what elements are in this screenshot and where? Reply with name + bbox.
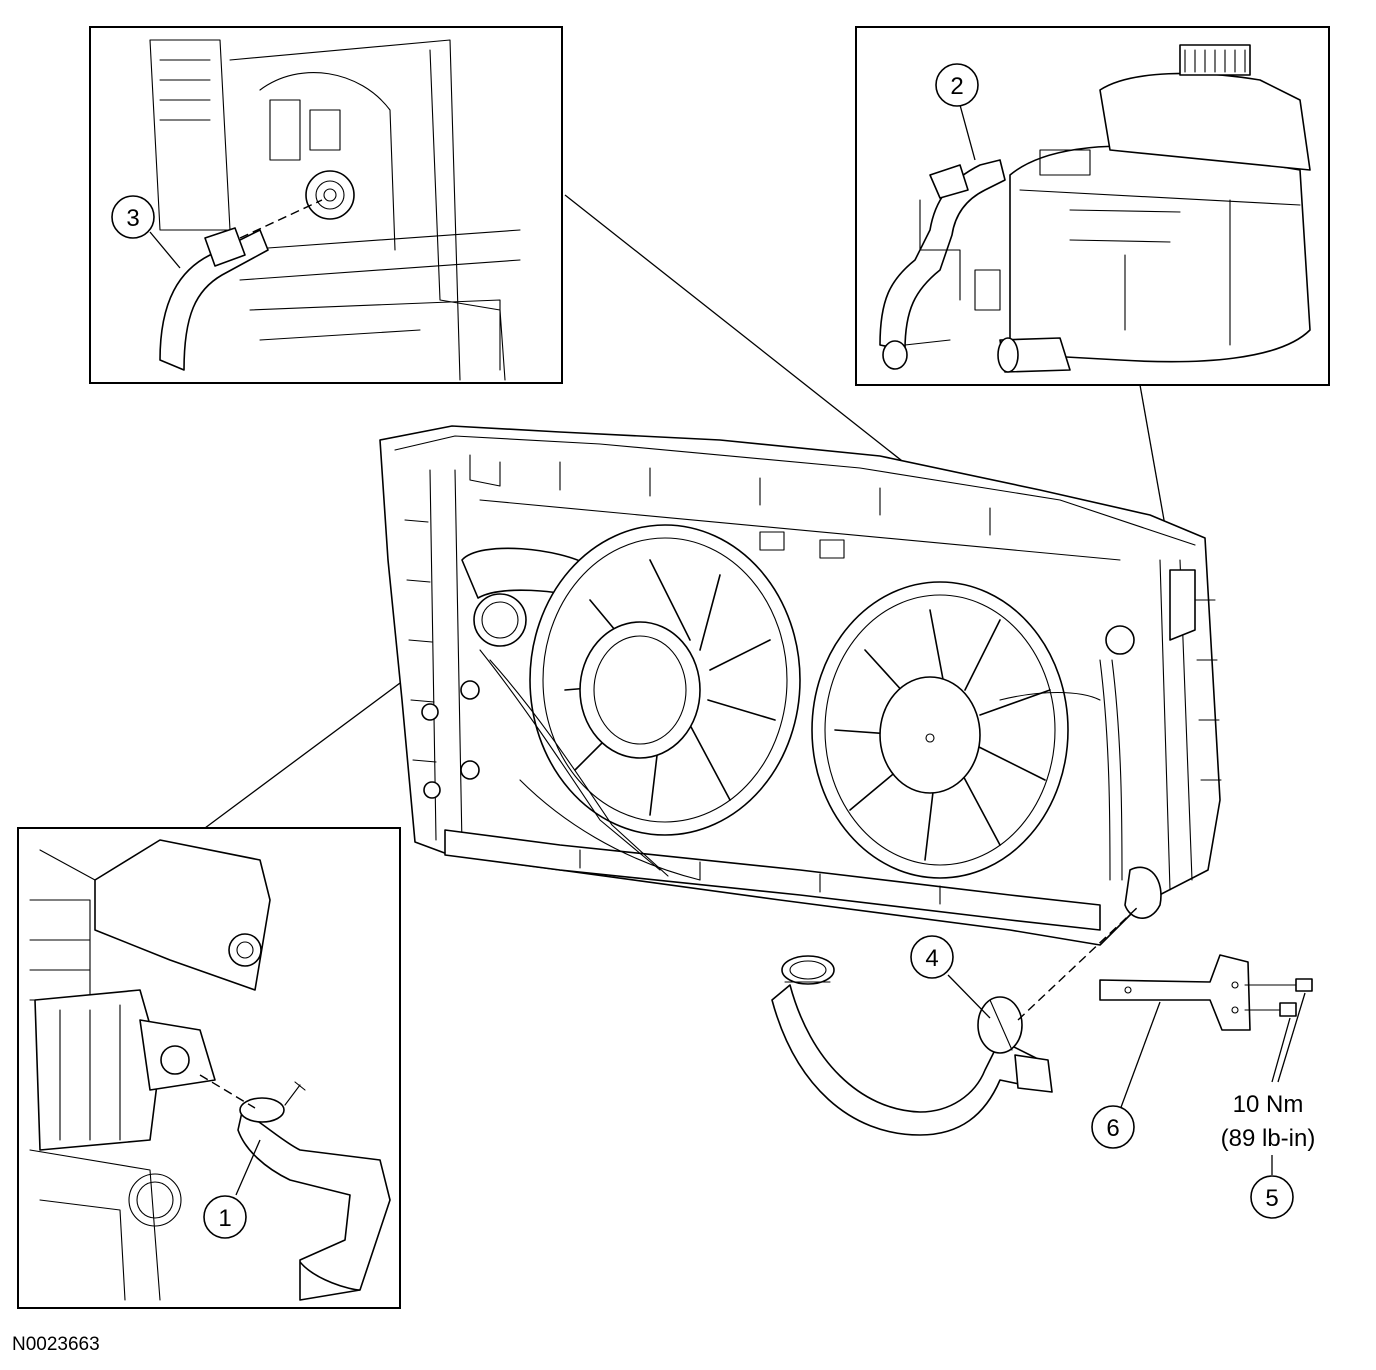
callout-6: 6: [1091, 1001, 1161, 1149]
callout-4: 4: [910, 935, 991, 1019]
fan-wiring-harness: [421, 569, 1196, 919]
mounting-bracket: [1099, 954, 1251, 1031]
torque-imperial: (89 lb-in): [1221, 1125, 1316, 1152]
callout-5: 5: [1250, 992, 1306, 1219]
svg-text:1: 1: [218, 1205, 231, 1232]
bracket-bolts: [1244, 978, 1313, 1017]
callout-1: 1: [203, 1139, 261, 1239]
svg-text:4: 4: [925, 945, 938, 972]
svg-text:2: 2: [950, 73, 963, 100]
detail-view-3: [89, 26, 563, 384]
svg-text:5: 5: [1265, 1185, 1278, 1212]
detail-view-2: [855, 26, 1330, 386]
torque-specification: 10 Nm (89 lb-in): [1221, 1091, 1316, 1152]
lower-radiator-hose: [771, 955, 1053, 1136]
callout-2: 2: [935, 63, 979, 161]
drawing-code: N0023663: [12, 1334, 100, 1355]
torque-metric: 10 Nm: [1233, 1091, 1304, 1118]
svg-text:6: 6: [1106, 1115, 1119, 1142]
callout-3: 3: [111, 195, 181, 269]
left-cooling-fan: [529, 524, 801, 836]
detail-view-1: [17, 827, 401, 1309]
right-cooling-fan: [811, 581, 1069, 879]
svg-text:3: 3: [126, 205, 139, 232]
